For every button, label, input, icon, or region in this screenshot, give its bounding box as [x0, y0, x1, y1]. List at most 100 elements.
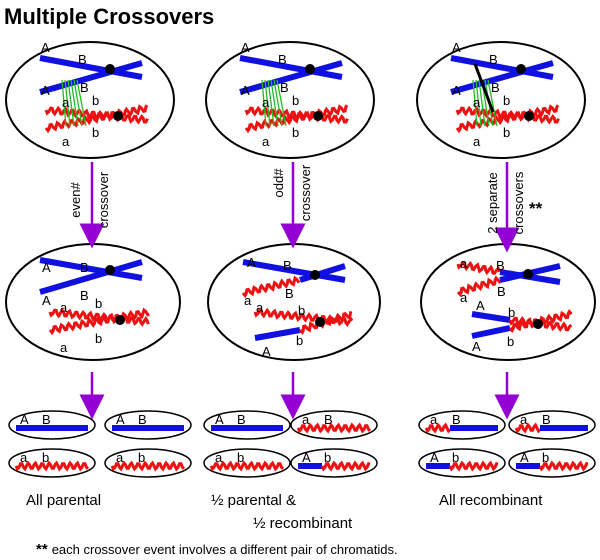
allele-label-a: a [460, 290, 468, 305]
allele-label-A: A [452, 40, 461, 55]
allele-label-A: A [472, 339, 481, 354]
arrow-label-separate-line1: 2 separate [485, 172, 500, 233]
allele-label-a: a [262, 134, 270, 149]
allele-label-A: A [262, 344, 271, 359]
allele-label-A: A [20, 412, 29, 427]
recombinant-chromatid [244, 104, 349, 134]
allele-label-a: a [116, 450, 124, 465]
chiasma-strand [261, 79, 267, 127]
parental-chromatid [471, 311, 511, 323]
centromere [305, 64, 315, 74]
parental-chromatid [239, 55, 343, 80]
allele-label-b: b [507, 334, 514, 349]
allele-label-b: b [92, 125, 99, 140]
centromere [524, 111, 534, 121]
recombinant-chromatid [44, 104, 149, 134]
allele-label-a: a [60, 300, 68, 315]
arrow-label-even-line1: even# [68, 182, 83, 218]
allele-label-b: b [95, 296, 102, 311]
chiasma-strand [475, 79, 482, 127]
chiasma-strand [67, 79, 75, 127]
centromere [105, 265, 115, 275]
centromere [516, 64, 526, 74]
chiasma-strand [70, 79, 79, 127]
gamete-membrane [290, 410, 378, 440]
allele-label-A: A [476, 298, 485, 313]
footnote-text: each crossover event involves a differen… [52, 542, 398, 557]
stage-arrows [79, 162, 520, 420]
allele-label-A: A [241, 83, 250, 98]
parental-chromatid [39, 259, 143, 295]
allele-label-A: A [41, 40, 50, 55]
centromere [310, 270, 320, 280]
gamete-membrane [203, 448, 291, 478]
allele-label-A: A [215, 412, 224, 427]
centromere [315, 317, 325, 327]
chiasma-strand [64, 79, 71, 127]
centromere [523, 269, 533, 279]
arrow-label-odd-line1: odd# [271, 168, 286, 198]
parental-chromatid [39, 257, 143, 281]
double-asterisk-marker: ** [529, 199, 543, 218]
recombinant-segment [448, 460, 498, 472]
allele-label-B: B [542, 412, 551, 427]
allele-label-B: B [80, 260, 89, 275]
recombinant-chromatid [456, 260, 501, 276]
footnote-line: ** each crossover event involves a differ… [36, 541, 398, 558]
centromere [115, 315, 125, 325]
allele-label-a: a [262, 95, 270, 110]
centromere [313, 111, 323, 121]
allele-label-b: b [42, 450, 49, 465]
allele-label-B: B [452, 412, 461, 427]
allele-label-a: a [302, 412, 310, 427]
recombinant-chromatid [456, 275, 502, 298]
allele-label-b: b [508, 305, 515, 320]
allele-label-b: b [503, 93, 510, 108]
centromere [533, 319, 543, 329]
allele-label-B: B [78, 52, 87, 67]
allele-label-A: A [302, 450, 311, 465]
parental-chromatid [39, 60, 143, 95]
cell-membrane [207, 243, 381, 361]
allele-label-a: a [244, 293, 252, 308]
result-half-recombinant: ½ recombinant [253, 515, 353, 532]
chiasma-strand [76, 79, 87, 127]
parental-chromatid [471, 325, 511, 339]
allele-label-B: B [324, 412, 333, 427]
parental-chromatid [450, 60, 554, 95]
allele-label-A: A [520, 450, 529, 465]
allele-label-b: b [298, 303, 305, 318]
chiasma-strand [264, 79, 271, 127]
chiasma-strand [276, 79, 287, 127]
recombinant-segment [320, 460, 370, 472]
allele-label-A: A [41, 83, 50, 98]
recombinant-chromosome [14, 460, 90, 472]
parental-chromatid [450, 55, 554, 80]
allele-label-b: b [503, 125, 510, 140]
gamete-membrane [8, 448, 96, 478]
allele-label-a: a [20, 450, 28, 465]
allele-label-b: b [296, 333, 303, 348]
chiasma-strand [487, 79, 498, 127]
allele-label-A: A [430, 450, 439, 465]
allele-label-a: a [430, 412, 438, 427]
allele-label-B: B [283, 258, 292, 273]
centromere [113, 111, 123, 121]
allele-label-A: A [452, 83, 461, 98]
chiasma-lines [61, 79, 87, 127]
allele-label-a: a [460, 256, 468, 271]
cell-membrane [416, 41, 586, 159]
allele-label-A: A [42, 260, 51, 275]
allele-label-B: B [278, 52, 287, 67]
cell-membrane [205, 41, 375, 159]
footnote-marker: ** [36, 541, 48, 558]
